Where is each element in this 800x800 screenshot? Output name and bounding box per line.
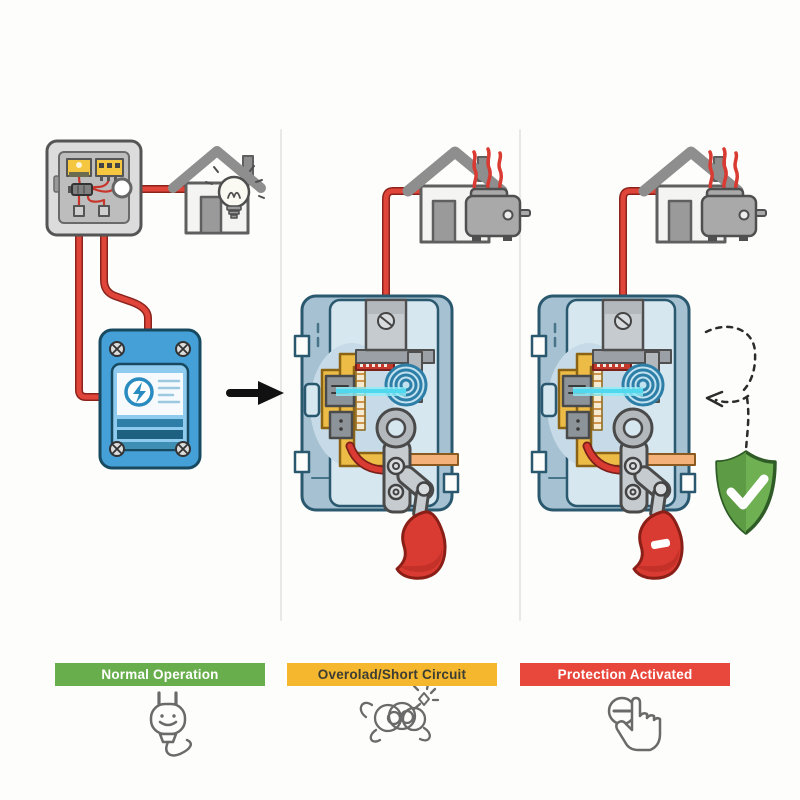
red-wire-fusebox-to-breaker-left (75, 210, 108, 401)
fuse-box (45, 139, 143, 237)
stage-bar-normal-operation: Normal Operation (55, 663, 265, 686)
happy-plug-icon (149, 691, 192, 757)
circuit-breaker-device (98, 328, 202, 470)
red-wire-house-to-breaker-tripped (619, 187, 664, 308)
handle-off-mark (650, 538, 671, 550)
stage-label: Normal Operation (101, 667, 219, 682)
red-wire-house-to-breaker-overload (382, 187, 428, 308)
flow-arrow-icon (226, 381, 284, 405)
shield-check-icon (715, 450, 777, 535)
relay-component (71, 183, 93, 196)
stage-label: Protection Activated (557, 667, 693, 682)
output-terminal (111, 177, 133, 199)
stage-label: Overolad/Short Circuit (317, 667, 467, 682)
house-on-fire-toaster (644, 149, 766, 242)
breaker-cross-section-tripped (532, 296, 695, 578)
finger-press-switch-icon (607, 696, 662, 752)
breaker-cross-section-overload (295, 296, 458, 578)
red-wire-fusebox-to-breaker-top (100, 210, 152, 338)
lightning-badge-icon (124, 377, 154, 407)
stage-bar-overload-short-circuit: Overolad/Short Circuit (287, 663, 497, 686)
trip-motion-dashed-arrow (704, 325, 757, 452)
tangled-wire-spark-icon (359, 682, 440, 743)
house-on-fire-toaster (408, 149, 530, 242)
house-with-lightbulb (168, 146, 266, 235)
lightbulb-icon (205, 165, 265, 219)
stage-bar-protection-activated: Protection Activated (520, 663, 730, 686)
